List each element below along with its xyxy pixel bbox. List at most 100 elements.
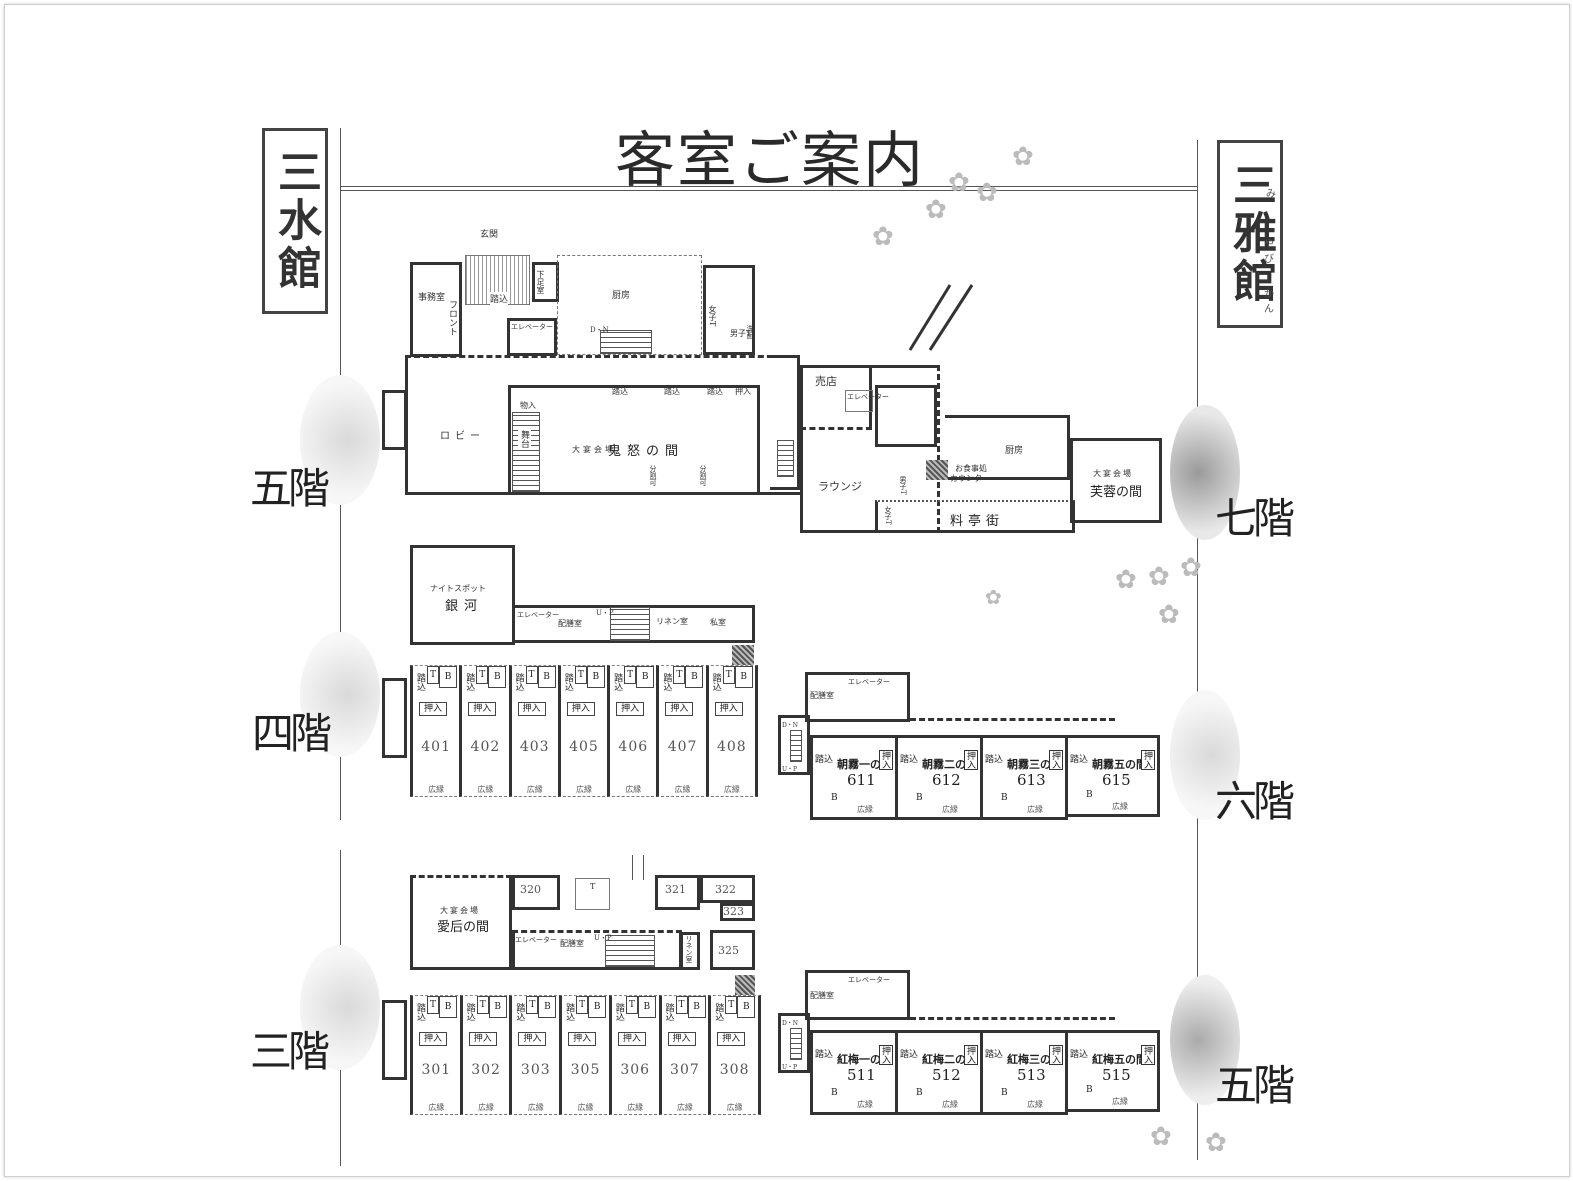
room-name: 紅梅二の間 (922, 1053, 977, 1066)
staircase (777, 440, 794, 477)
linen-room (680, 932, 700, 970)
oshiire-label: 押入 (879, 750, 893, 770)
pantry-label: 配膳室 (558, 619, 582, 628)
hall-type-label: 大宴会場 (572, 445, 616, 454)
oshiire-label: 押入 (1141, 1045, 1155, 1065)
furigana: み (1266, 189, 1276, 200)
shop-room (800, 365, 872, 430)
pantry-label: 配膳室 (560, 939, 584, 948)
oshiire-label: 押入 (714, 702, 743, 716)
womens-toilet-label: 女子T (708, 305, 717, 327)
elevator-label: エレベーター (517, 611, 559, 619)
room-number: 612 (932, 771, 961, 789)
room-number: 611 (847, 771, 876, 789)
staircase (600, 330, 652, 354)
fumikomi-label: 踏込 (711, 996, 726, 1028)
oshiire-label: 押入 (566, 702, 595, 716)
hiroen-label: 広縁 (526, 785, 543, 794)
hatched-area (735, 975, 755, 995)
oshiire-label: 押入 (1141, 750, 1155, 770)
floor-tab-decoration (1170, 690, 1240, 820)
ginga-label: 銀河 (445, 599, 484, 614)
hiroen-label: 広縁 (577, 1103, 594, 1112)
kitchen-label: 厨房 (612, 291, 631, 301)
stair-alcove (382, 678, 407, 758)
staircase (610, 607, 650, 641)
stairs-dn-label: D・N (782, 722, 799, 729)
night-spot-label: ナイトスポット (430, 584, 486, 593)
divisible-label: 分割可 (699, 465, 707, 486)
floor-label-sanga-7f: 七階 (1215, 494, 1295, 543)
stairs-up-label: U・P (782, 1064, 798, 1071)
divisible-label: 分割可 (649, 465, 657, 486)
hiroen-label: 広縁 (942, 1100, 958, 1109)
floor-label-sansui-4f: 四階 (252, 709, 332, 758)
bath-label: B (488, 666, 507, 688)
staircase (790, 1028, 802, 1060)
pantry-label: 配膳室 (810, 991, 834, 1000)
hiroen-label: 広縁 (477, 785, 494, 794)
oshiire-label: 押入 (617, 1032, 646, 1046)
room-number: 512 (932, 1066, 961, 1084)
banquet-hall-aigo (410, 875, 512, 970)
hall-type-label: 大宴会場 (1093, 469, 1133, 478)
title-rule-top (340, 186, 1197, 187)
stage-label: 舞台 (518, 430, 531, 448)
title-rule-bottom (340, 190, 1197, 191)
floor-tab-decoration (1170, 975, 1240, 1105)
bath-label: B (537, 666, 556, 688)
furigana: やび (1264, 239, 1274, 265)
hiroen-label: 広縁 (1112, 1097, 1128, 1106)
ryotei-label: 料亭街 (950, 514, 1005, 529)
toilet-label: T (725, 996, 738, 1014)
bath-label: B (588, 996, 607, 1018)
hiroen-label: 広縁 (857, 805, 873, 814)
hall-name-label: 鬼怒の間 (608, 444, 685, 459)
bath-label: B (439, 996, 457, 1018)
sakura-icon: ✿ (976, 178, 998, 208)
room-number: 513 (1017, 1066, 1046, 1084)
fumikomi-label: 踏込 (610, 666, 625, 698)
room-321 (655, 875, 700, 910)
fumikomi-label: 踏込 (708, 666, 723, 698)
building-name: 三水館 (270, 149, 321, 293)
sakura-icon: ✿ (1158, 600, 1180, 630)
oshiire-label: 押入 (1049, 750, 1063, 770)
lounge-label: ラウンジ (818, 480, 862, 493)
room-name: 紅梅三の間 (1007, 1053, 1062, 1066)
room-number: 306 (620, 1062, 651, 1078)
fumikomi-label: 踏込 (985, 755, 1004, 765)
night-spot-ginga (410, 545, 515, 645)
bath-label: B (737, 996, 756, 1018)
fumikomi-label: 踏込 (659, 666, 674, 698)
bath-label: B (1086, 1085, 1093, 1095)
kitchen-room (945, 415, 1070, 480)
office-room (410, 262, 462, 357)
room-number: 301 (421, 1062, 452, 1078)
fumikomi-label: 踏込 (815, 1050, 834, 1060)
sakura-icon: ✿ (948, 168, 970, 198)
hiroen-label: 広縁 (428, 1103, 445, 1112)
floor-tab-decoration (300, 375, 380, 505)
sakura-icon: ✿ (925, 195, 947, 225)
room-number: 303 (520, 1062, 551, 1078)
room-number: 515 (1102, 1066, 1131, 1084)
fumikomi-label: 踏込 (985, 1050, 1004, 1060)
hatched-area (926, 460, 948, 480)
mens-toilet-label: 男子T (730, 329, 752, 338)
room-number: 511 (847, 1066, 876, 1084)
sakura-icon: ✿ (872, 222, 894, 252)
service-block (805, 672, 910, 722)
room-number: 408 (716, 738, 747, 755)
room-name: 紅梅五の間 (1092, 1053, 1147, 1066)
building-sanga-label: 三雅館 み やび かん (1217, 140, 1283, 328)
fumikomi-label: 踏込 (612, 387, 628, 396)
hiroen-label: 広縁 (674, 785, 691, 794)
oshiire-label: 押入 (964, 750, 978, 770)
storage-label: 物入 (520, 401, 536, 410)
toilet-label: T (476, 666, 489, 684)
